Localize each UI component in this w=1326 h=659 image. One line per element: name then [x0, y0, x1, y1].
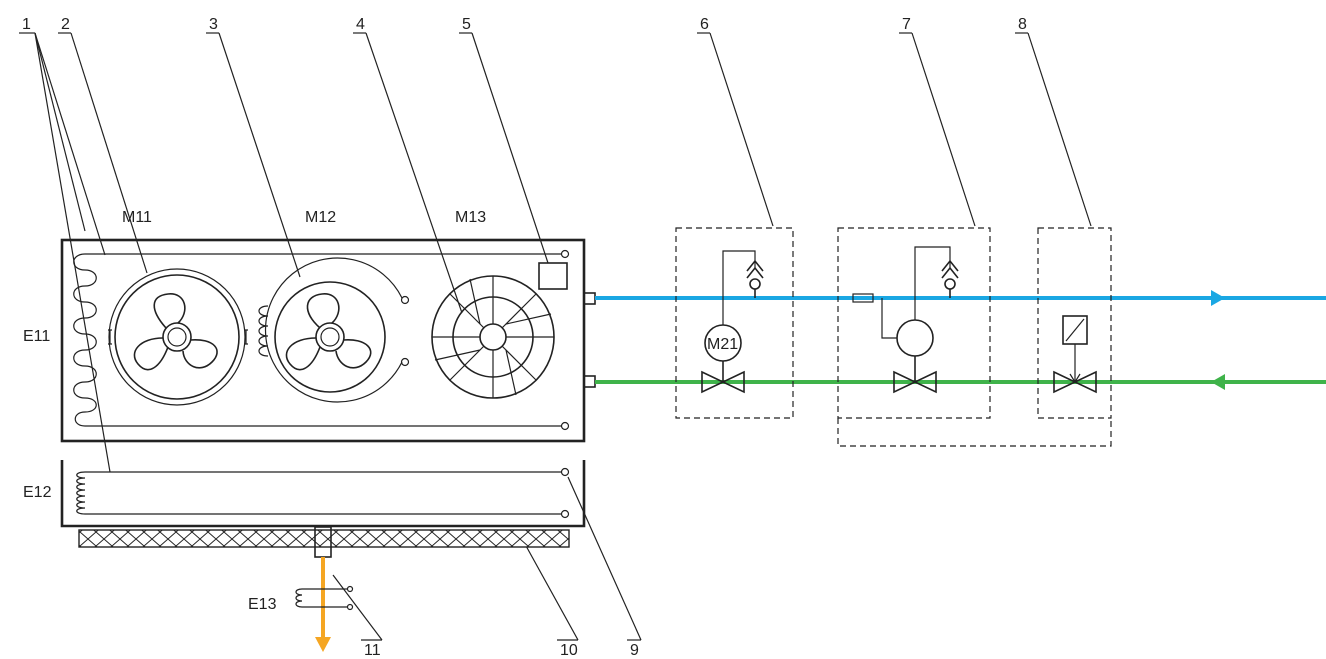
callout-10: 10 [560, 642, 578, 659]
valve-group-7 [837, 227, 991, 419]
two-way-valve-icon [701, 370, 745, 394]
label-e13: E13 [248, 596, 277, 613]
pipe-connector-bottom [583, 375, 596, 388]
check-valve-icon [746, 259, 764, 298]
label-e11: E11 [23, 328, 50, 345]
motor-valve-group: M21 [701, 250, 764, 394]
control-box [538, 262, 568, 290]
insulation-layer [78, 529, 570, 548]
heater-wire-e12 [76, 471, 562, 515]
label-m11: M11 [122, 209, 152, 226]
valve-group-6 [675, 227, 794, 419]
two-way-valve-icon [893, 370, 937, 394]
pressure-valve-group [852, 246, 959, 394]
callout-5: 5 [462, 16, 471, 33]
callout-7: 7 [902, 16, 911, 33]
valve-group-8 [1037, 227, 1112, 419]
callout-underlines [19, 32, 1028, 641]
label-m12: M12 [305, 209, 336, 226]
label-e12: E12 [23, 484, 52, 501]
callout-1: 1 [22, 16, 31, 33]
flow-arrow-icon [315, 637, 331, 652]
callout-8: 8 [1018, 16, 1027, 33]
radial-fan-icon [431, 275, 555, 399]
heater-coil-icon [295, 585, 354, 611]
callout-6: 6 [700, 16, 709, 33]
valve-group-7-8-bracket [837, 418, 1112, 447]
callout-2: 2 [61, 16, 70, 33]
callout-3: 3 [209, 16, 218, 33]
callout-11: 11 [364, 642, 381, 659]
callout-numbers: 1 2 3 4 5 6 7 8 9 10 11 [22, 16, 1027, 659]
callout-4: 4 [356, 16, 365, 33]
fan-icon [258, 257, 410, 403]
flow-arrow-icon [1211, 290, 1225, 306]
evaporator-housing [60, 238, 586, 443]
callout-9: 9 [630, 642, 639, 659]
solenoid-valve-icon [1053, 315, 1097, 394]
leader-lines [34, 32, 1092, 641]
flow-arrow-icon [1211, 374, 1225, 390]
check-valve-icon [941, 259, 959, 298]
fan-icon [108, 268, 248, 406]
label-m13: M13 [455, 209, 486, 226]
drip-tray [60, 460, 586, 528]
pipe-connector-top [583, 292, 596, 305]
label-m21: M21 [707, 336, 738, 353]
heater-wire-e11 [73, 253, 562, 427]
